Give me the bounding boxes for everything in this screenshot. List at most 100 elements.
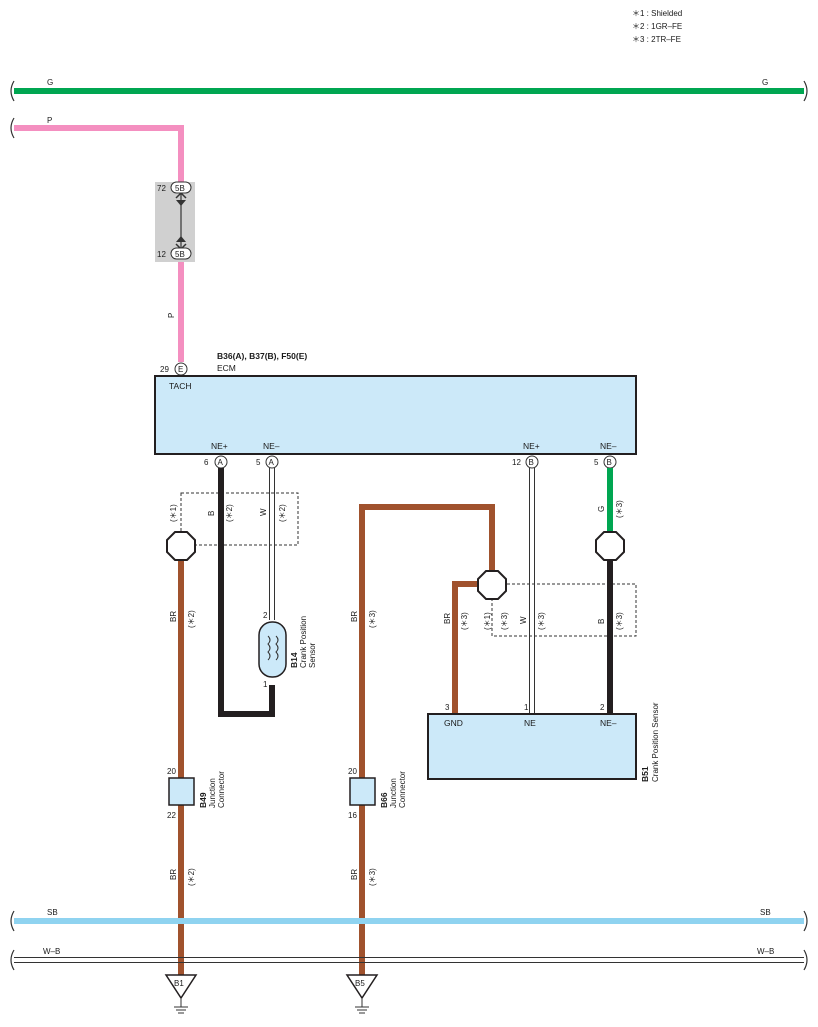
b14-name1: Crank Position	[299, 616, 308, 668]
wire-p-label: P	[167, 313, 176, 318]
br3-note: (＊3)	[460, 612, 469, 630]
connector-5b: 5B 5B 72 12	[155, 181, 195, 262]
b51-pin-label-ne-minus: NE–	[600, 718, 617, 728]
b49-pin-bottom: 22	[167, 811, 176, 820]
w3-label: W	[519, 616, 528, 624]
ecm-pin-num-b12: 12	[512, 458, 521, 467]
g-wire-note: (＊3)	[615, 500, 624, 518]
wire-b-1gr	[218, 468, 275, 717]
br2-top-label: BR	[350, 611, 359, 622]
b66-id: B66	[379, 792, 389, 808]
br1-top-label: BR	[169, 611, 178, 622]
b51-pin-num-ne: 1	[524, 703, 529, 712]
ecm-pin-num-a5: 5	[256, 458, 261, 467]
bus-sb-label-right: SB	[760, 908, 771, 917]
note-1gr-fe: ＊2 : 1GR–FE	[632, 22, 682, 31]
ecm-pin-label-a5: NE–	[263, 441, 280, 451]
br2-top-note: (＊3)	[368, 610, 377, 628]
b51-crank-position-sensor: 3 1 2 GND NE NE– B51 Crank Position Sens…	[427, 702, 660, 782]
b66-pin-bottom: 16	[348, 811, 357, 820]
ecm-pin-conn-b5: B	[607, 458, 612, 467]
ecm-connectors: B36(A), B37(B), F50(E)	[217, 351, 307, 361]
b14-pin-bottom: 1	[263, 680, 268, 689]
b14-crank-position-sensor: 2 1 B14 Crank Position Sensor	[258, 611, 317, 689]
ground-b5-label: B5	[355, 979, 365, 988]
b3-label: B	[597, 619, 606, 624]
b51-pin-num-ne-minus: 2	[600, 703, 605, 712]
b49-pin-top: 20	[167, 767, 176, 776]
ecm-name: ECM	[217, 363, 236, 373]
wire-w-2tr	[529, 468, 535, 714]
ecm-pin-label-a6: NE+	[211, 441, 228, 451]
ground-b5: B5	[345, 974, 379, 1014]
ecm-pin-conn-a5: A	[269, 458, 275, 467]
shield-ground-point-1	[166, 531, 196, 561]
bus-wb-label-left: W–B	[43, 947, 60, 956]
shield-ground-point-2	[477, 570, 507, 600]
wire-p: P P	[10, 116, 184, 362]
bus-sb: SB SB	[10, 908, 808, 932]
b51-id: B51	[640, 766, 650, 782]
ecm: B36(A), B37(B), F50(E) ECM 29 E TACH NE+…	[154, 351, 637, 469]
shield1-label-a: (＊1)	[169, 504, 178, 522]
ecm-pin-conn-a6: A	[218, 458, 224, 467]
b51-pin-label-ne: NE	[524, 718, 536, 728]
b14-pin-top: 2	[263, 611, 268, 620]
g-wire-label: G	[597, 506, 606, 512]
br2-bot-label: BR	[350, 869, 359, 880]
wire-br-gnd	[452, 581, 478, 714]
b66-name1: Junction	[389, 778, 398, 808]
connector-5b-label-bottom: 5B	[175, 250, 185, 259]
b14-name2: Sensor	[308, 642, 317, 668]
note-2tr-fe: ＊3 : 2TR–FE	[632, 35, 681, 44]
shield1-label-e: (＊2)	[278, 504, 287, 522]
b51-pin-label-gnd: GND	[444, 718, 463, 728]
b49-id: B49	[198, 792, 208, 808]
connector-5b-pin-bottom: 12	[157, 250, 166, 259]
bus-p-label: P	[47, 116, 52, 125]
ecm-pin-num-a6: 6	[204, 458, 209, 467]
b49-name2: Connector	[217, 771, 226, 808]
shield3-label-a: (＊1)	[483, 612, 492, 630]
ecm-pin-label-b12: NE+	[523, 441, 540, 451]
ecm-pin-conn-b12: B	[529, 458, 534, 467]
shield-1gr: (＊1) B (＊2) W (＊2)	[169, 492, 299, 546]
b51-name: Crank Position Sensor	[651, 702, 660, 782]
bus-w-b: W–B W–B	[10, 947, 808, 971]
bus-wb-label-right: W–B	[757, 947, 774, 956]
shield1-label-d: W	[259, 508, 268, 516]
note-shielded: ＊1 : Shielded	[632, 9, 682, 18]
connector-5b-pin-top: 72	[157, 184, 166, 193]
ecm-tach-label: TACH	[169, 381, 192, 391]
b49-name1: Junction	[208, 778, 217, 808]
shield1-label-b: B	[207, 511, 216, 516]
shield1-label-c: (＊2)	[225, 504, 234, 522]
wire-w-1gr	[269, 468, 275, 620]
b66-junction-connector: 20 16 B66 Junction Connector	[348, 767, 407, 820]
ecm-pin-label-b5: NE–	[600, 441, 617, 451]
wire-br-2tr	[359, 504, 495, 990]
b14-id: B14	[289, 652, 299, 668]
b66-pin-top: 20	[348, 767, 357, 776]
shield-ground-point-3	[595, 531, 625, 561]
ecm-tach-pin: 29	[160, 365, 169, 374]
ecm-pin-num-b5: 5	[594, 458, 599, 467]
b3-note: (＊3)	[615, 612, 624, 630]
b51-pin-num-gnd: 3	[445, 703, 450, 712]
b49-junction-connector: 20 22 B49 Junction Connector	[167, 767, 226, 820]
b66-name2: Connector	[398, 771, 407, 808]
br1-bot-label: BR	[169, 869, 178, 880]
br1-top-note: (＊2)	[187, 610, 196, 628]
bus-g-label-left: G	[47, 78, 53, 87]
br3-label: BR	[443, 613, 452, 624]
ground-b1: B1	[164, 974, 198, 1014]
shield-2tr	[491, 583, 637, 637]
bus-g: G G	[10, 78, 808, 102]
ecm-tach-conn: E	[178, 365, 183, 374]
br1-bot-note: (＊2)	[187, 868, 196, 886]
connector-5b-label-top: 5B	[175, 184, 185, 193]
ground-b1-label: B1	[174, 979, 184, 988]
shield3-label-b: (＊3)	[500, 612, 509, 630]
w3-note: (＊3)	[537, 612, 546, 630]
